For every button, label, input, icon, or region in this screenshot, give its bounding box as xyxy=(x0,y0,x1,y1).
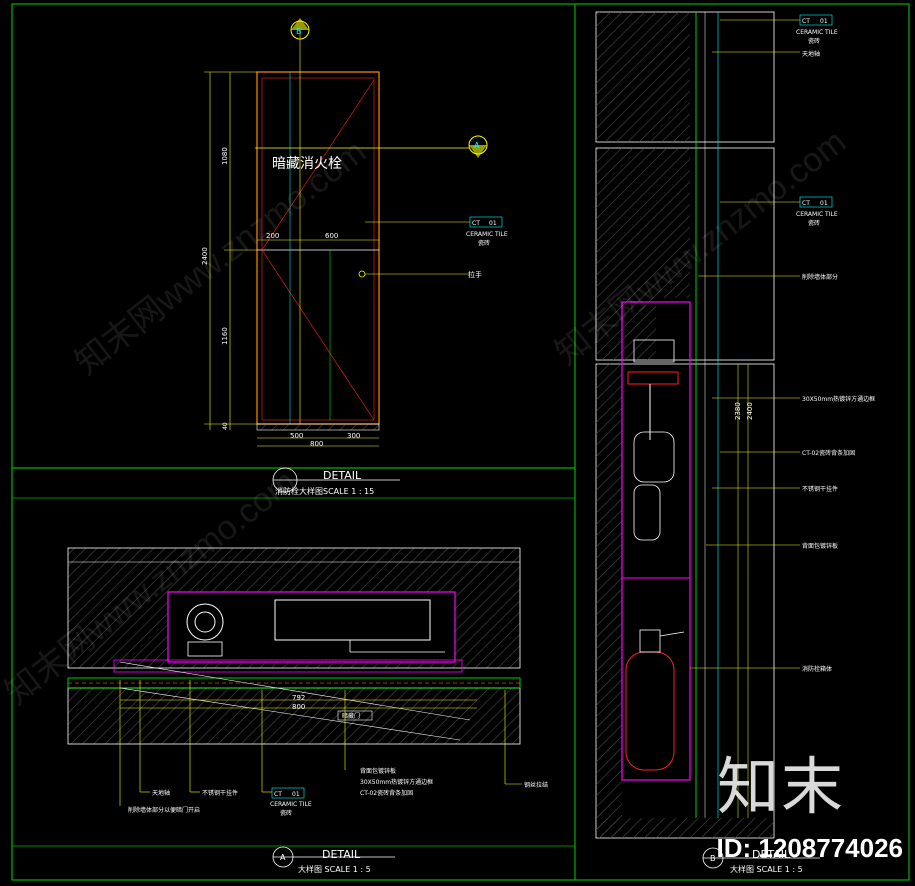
ceramic-code-r1: CT xyxy=(802,18,810,25)
caption-section: B DETAIL 大样图 SCALE 1 : 5 xyxy=(702,847,820,874)
watermark-brand: 知末 xyxy=(716,750,845,823)
label-wire: 钢丝拉结 xyxy=(524,781,548,789)
ceramic-cn-plan: 瓷砖 xyxy=(280,809,292,817)
wall-section-1 xyxy=(596,12,656,142)
dim-inner: 792 xyxy=(292,694,305,702)
door-diagonal-2 xyxy=(261,249,375,421)
label-pivot-r: 天地轴 xyxy=(802,50,820,58)
ceramic-code-plan: CT xyxy=(274,791,282,798)
ceramic-cn-r1: 瓷砖 xyxy=(808,37,820,45)
caption-plan: A DETAIL 大样图 SCALE 1 : 5 xyxy=(272,846,395,874)
nozzle-box xyxy=(274,599,431,641)
dim-w-b: 600 xyxy=(325,232,338,240)
ceramic-no-r1: 01 xyxy=(820,18,828,25)
svg-text:A: A xyxy=(280,853,286,862)
label-galv-r: 背面包镀锌板 xyxy=(802,542,838,550)
section-leaders xyxy=(690,19,800,669)
dim-h1: 1080 xyxy=(221,147,229,165)
section-marker-b: B xyxy=(290,18,310,40)
valve-box xyxy=(633,339,675,363)
svg-text:B: B xyxy=(710,854,716,863)
svg-text:DETAIL: DETAIL xyxy=(752,848,791,861)
dim-total: 800 xyxy=(292,703,305,711)
svg-text:大样图 SCALE 1 : 5: 大样图 SCALE 1 : 5 xyxy=(730,864,803,874)
dim-h2: 1160 xyxy=(221,327,229,345)
wall-section-2 xyxy=(596,148,656,360)
svg-text:DETAIL: DETAIL xyxy=(323,469,362,482)
vertical-dims xyxy=(204,71,257,430)
label-cabinet-r: 消防栓箱体 xyxy=(802,665,832,673)
dim-h-base: 40 xyxy=(222,422,229,430)
ceramic-code-r2: CT xyxy=(802,200,810,207)
ceramic-en-r1: CERAMIC TILE xyxy=(796,29,838,36)
svg-text:大样图 SCALE 1 : 5: 大样图 SCALE 1 : 5 xyxy=(298,864,371,874)
dim-dark-door: 暗藏门 xyxy=(342,712,360,720)
dim-r-a: 2380 xyxy=(734,402,742,420)
dim-h-total: 2400 xyxy=(201,247,209,265)
ceramic-code-top: CT xyxy=(472,220,480,227)
dim-w-c: 500 xyxy=(290,432,303,440)
label-pivot: 天地轴 xyxy=(152,789,170,797)
elevation-view: 1080 2400 1160 40 200 600 500 300 800 暗藏… xyxy=(201,18,508,496)
horizontal-dims xyxy=(257,239,379,447)
ceramic-cn-top: 瓷砖 xyxy=(478,239,490,247)
outer-frame xyxy=(11,3,910,881)
ceramic-cn-r2: 瓷砖 xyxy=(808,219,820,227)
floor-section xyxy=(596,818,774,838)
label-tile-back: CT-02瓷砖背条加固 xyxy=(360,789,413,797)
handle-label: 拉手 xyxy=(468,270,482,279)
hydrant-valve-icon xyxy=(633,431,675,483)
dim-w-a: 200 xyxy=(266,232,279,240)
ceramic-en-plan: CERAMIC TILE xyxy=(270,801,312,808)
door-inner xyxy=(261,77,375,421)
hydrant-title: 暗藏消火栓 xyxy=(272,156,342,172)
label-cut-wall-r: 削除墙体部分 xyxy=(802,273,838,281)
label-galv: 背面包镀锌板 xyxy=(360,767,396,775)
wall-section-3 xyxy=(596,364,622,838)
svg-text:A: A xyxy=(474,141,480,150)
floor-base xyxy=(256,423,380,431)
ceramic-en-r2: CERAMIC TILE xyxy=(796,211,838,218)
svg-text:消防栓大样图SCALE 1 : 15: 消防栓大样图SCALE 1 : 15 xyxy=(275,486,374,496)
plan-section-view: 792 800 暗藏门 削除墙体部分以便暗门开启 天地轴 不锈钢干挂件 钢丝拉结… xyxy=(67,547,548,874)
hose-reel-icon xyxy=(186,603,224,641)
ceramic-en-top: CERAMIC TILE xyxy=(466,231,508,238)
label-steel: 30X50mm热镀锌方通边框 xyxy=(360,778,433,786)
watermark-id: ID: 1208774026 xyxy=(716,833,903,863)
dim-w-d: 300 xyxy=(347,432,360,440)
dim-w-total: 800 xyxy=(310,440,323,448)
ceramic-no-plan: 01 xyxy=(292,791,300,798)
dim-r-b: 2400 xyxy=(746,402,754,420)
plan-leaders xyxy=(119,680,522,806)
svg-text:DETAIL: DETAIL xyxy=(322,848,361,861)
extinguisher-icon xyxy=(625,651,675,771)
vertical-section-view: CT 01 CERAMIC TILE 瓷砖 天地轴 CT 01 CERAMIC … xyxy=(595,11,875,874)
door-diagonal-1 xyxy=(261,79,375,251)
handle-icon xyxy=(358,270,366,278)
svg-text:B: B xyxy=(296,27,302,36)
cabinet-section xyxy=(621,301,691,781)
section-marker-a: A xyxy=(468,135,488,158)
caption-top: DETAIL 消防栓大样图SCALE 1 : 15 xyxy=(272,467,400,496)
label-cut-wall: 削除墙体部分以便暗门开启 xyxy=(128,806,200,814)
door-swing xyxy=(119,661,471,721)
ceramic-no-top: 01 xyxy=(489,220,497,227)
label-tile-back-r: CT-02瓷砖背条加固 xyxy=(802,449,855,457)
ceramic-no-r2: 01 xyxy=(820,200,828,207)
label-ss-hanger-r: 不锈钢干挂件 xyxy=(802,485,838,493)
label-steel-r: 30X50mm热镀锌方通边框 xyxy=(802,395,875,403)
label-ss-hanger: 不锈钢干挂件 xyxy=(202,789,238,797)
frame-channel xyxy=(113,659,463,673)
door-outline xyxy=(256,71,380,425)
